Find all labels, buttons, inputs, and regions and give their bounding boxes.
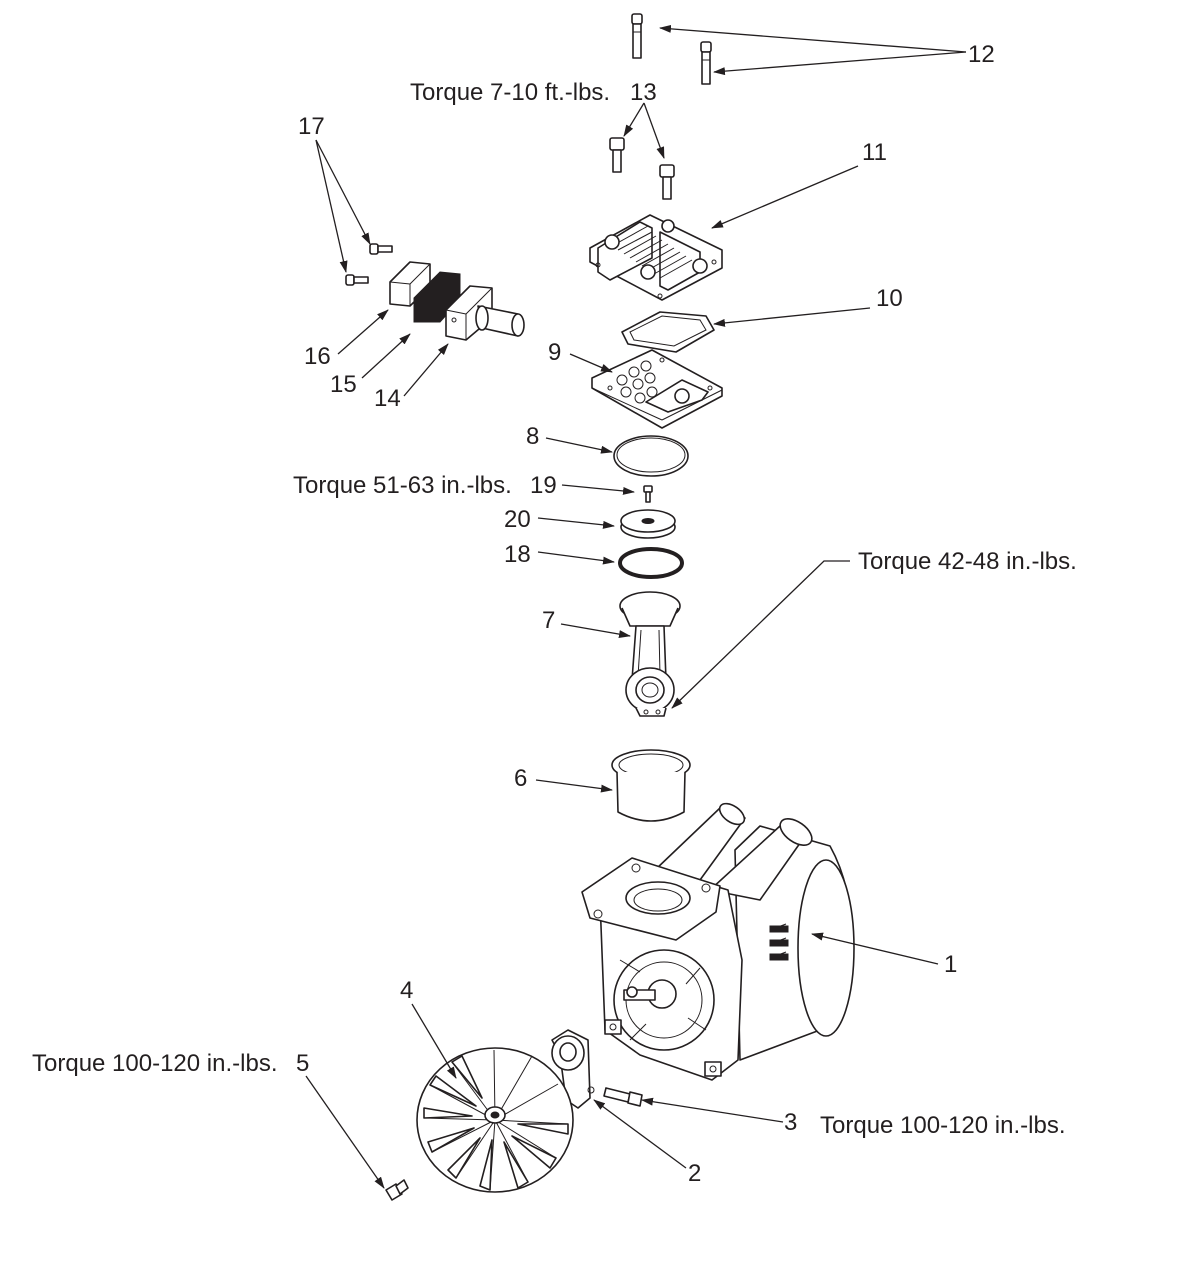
part-4-fan <box>416 1047 574 1193</box>
torque-label-3: Torque 100-120 in.-lbs. <box>820 1112 1065 1139</box>
part-13-bolt <box>659 164 675 200</box>
leader-13a <box>623 102 645 137</box>
callout-4: 4 <box>400 977 413 1004</box>
part-9-valve-plate <box>591 349 723 429</box>
leader-9 <box>569 353 613 373</box>
leader-20 <box>537 517 615 529</box>
part-20-retainer <box>620 509 676 539</box>
leader-19 <box>561 484 635 495</box>
leader-18 <box>537 551 615 565</box>
leader-15 <box>361 333 411 379</box>
torque-label-5: Torque 100-120 in.-lbs. <box>32 1050 277 1077</box>
callout-11: 11 <box>862 139 887 166</box>
torque-label-rod: Torque 42-48 in.-lbs. <box>858 548 1077 575</box>
torque-label-19: Torque 51-63 in.-lbs. <box>293 472 512 499</box>
part-2-eccentric <box>551 1029 595 1109</box>
leader-7 <box>560 623 631 639</box>
leader-6 <box>535 779 613 793</box>
leader-3 <box>641 1097 784 1123</box>
leader-torque-rod <box>671 560 850 709</box>
leader-17b <box>315 139 371 245</box>
torque-label-13: Torque 7-10 ft.-lbs. <box>410 79 610 106</box>
leader-4 <box>411 1003 457 1079</box>
callout-13: 13 <box>630 79 657 106</box>
leader-17a <box>315 139 348 273</box>
callout-20: 20 <box>504 506 531 533</box>
callout-16: 16 <box>304 343 331 370</box>
callout-7: 7 <box>542 607 555 634</box>
part-3-bolt <box>603 1087 643 1107</box>
part-12-stud <box>700 41 712 85</box>
leader-16 <box>337 309 389 355</box>
leader-12a <box>659 24 967 53</box>
part-13-bolt <box>609 137 625 173</box>
callout-12: 12 <box>968 41 995 68</box>
leader-8 <box>545 437 613 454</box>
part-7-connecting-rod <box>619 591 681 717</box>
callout-15: 15 <box>330 371 357 398</box>
callout-8: 8 <box>526 423 539 450</box>
callout-18: 18 <box>504 541 531 568</box>
part-8-seal <box>613 435 689 477</box>
callout-1: 1 <box>944 951 957 978</box>
part-12-stud <box>631 13 643 59</box>
leader-13b <box>643 102 665 159</box>
callout-2: 2 <box>688 1160 701 1187</box>
leader-14 <box>403 343 449 397</box>
callout-19: 19 <box>530 472 557 499</box>
part-19-screw <box>643 485 653 503</box>
leader-2 <box>593 1099 687 1169</box>
part-5-bolt <box>385 1179 409 1201</box>
part-14-filter-housing <box>445 285 525 341</box>
callout-17: 17 <box>298 113 325 140</box>
leader-11 <box>711 165 859 229</box>
callout-3: 3 <box>784 1109 797 1136</box>
part-6-cylinder-sleeve <box>611 749 691 822</box>
callout-10: 10 <box>876 285 903 312</box>
leader-12b <box>713 51 967 76</box>
part-18-ring <box>618 547 684 579</box>
callout-5: 5 <box>296 1050 309 1077</box>
part-17-screw <box>345 274 369 286</box>
leader-10 <box>713 307 871 327</box>
callout-9: 9 <box>548 339 561 366</box>
leader-1 <box>811 932 939 965</box>
part-10-gasket <box>621 311 715 353</box>
callout-14: 14 <box>374 385 401 412</box>
part-1-motor-crankcase <box>581 802 855 1081</box>
part-17-screw <box>369 243 393 255</box>
part-11-cylinder-head <box>589 214 723 301</box>
leader-5 <box>305 1075 385 1189</box>
callout-6: 6 <box>514 765 527 792</box>
